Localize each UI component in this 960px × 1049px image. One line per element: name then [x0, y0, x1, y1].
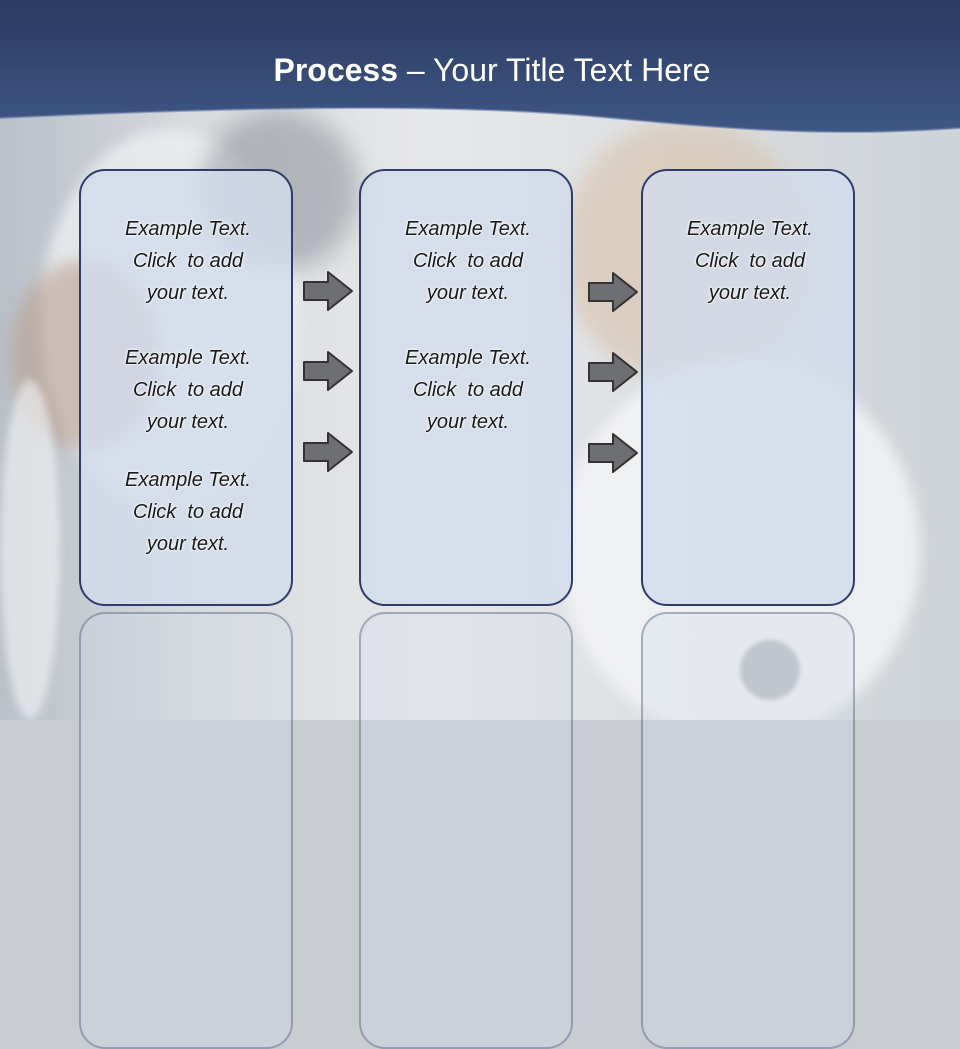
- right-arrow-icon: [303, 351, 353, 391]
- title-banner: Process – Your Title Text Here: [0, 0, 960, 150]
- box-reflection: [359, 612, 573, 1049]
- placeholder-text[interactable]: Example Text. Click to add your text.: [125, 347, 251, 433]
- right-arrow-icon: [303, 432, 353, 472]
- right-arrow-icon: [588, 272, 638, 312]
- title-rest: – Your Title Text Here: [398, 52, 711, 88]
- placeholder-text[interactable]: Example Text. Click to add your text.: [125, 218, 251, 304]
- process-box-1[interactable]: Example Text. Click to add your text. Ex…: [79, 169, 293, 606]
- process-box-3[interactable]: Example Text. Click to add your text.: [641, 169, 855, 606]
- right-arrow-icon: [588, 433, 638, 473]
- placeholder-text[interactable]: Example Text. Click to add your text.: [405, 218, 531, 304]
- process-box-2[interactable]: Example Text. Click to add your text. Ex…: [359, 169, 573, 606]
- box-reflection: [641, 612, 855, 1049]
- title-bold: Process: [273, 52, 399, 88]
- placeholder-text[interactable]: Example Text. Click to add your text.: [687, 218, 813, 304]
- placeholder-text[interactable]: Example Text. Click to add your text.: [405, 347, 531, 433]
- right-arrow-icon: [588, 352, 638, 392]
- box-reflection: [79, 612, 293, 1049]
- slide-title[interactable]: Process – Your Title Text Here: [0, 52, 960, 89]
- right-arrow-icon: [303, 271, 353, 311]
- placeholder-text[interactable]: Example Text. Click to add your text.: [125, 469, 251, 555]
